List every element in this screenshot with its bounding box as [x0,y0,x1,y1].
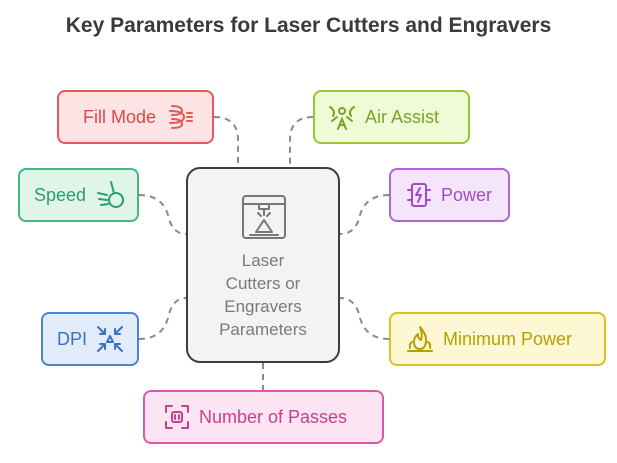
power-supply-icon [407,183,431,207]
connector-dpi [138,297,187,340]
connector-fill-mode [213,116,239,167]
node-fill-mode-label: Fill Mode [83,106,157,127]
node-dpi: DPI [41,312,139,366]
node-dpi-label: DPI [57,328,88,349]
node-fill-mode: Fill Mode [57,90,214,144]
node-air-assist: Air Assist [313,90,470,144]
center-label: Laser Cutters or Engravers Parameters [219,251,307,339]
speed-ball-icon [97,181,125,208]
air-flow-icon [329,106,355,130]
node-speed: Speed [18,168,139,222]
fill-pattern-icon [169,105,194,129]
node-number-of-passes: Number of Passes [143,390,384,444]
connector-power [339,194,390,235]
node-speed-label: Speed [34,184,87,205]
connector-air-assist [289,116,314,167]
connector-minimum-power [339,297,390,340]
node-minimum-power-label: Minimum Power [443,328,573,349]
node-minimum-power: Minimum Power [389,312,606,366]
repeat-passes-icon [165,405,189,429]
flame-icon [407,326,433,352]
node-power: Power [389,168,510,222]
laser-machine-icon [242,195,286,239]
center-node: Laser Cutters or Engravers Parameters [186,167,340,363]
node-number-of-passes-label: Number of Passes [199,406,348,427]
diagram-title: Key Parameters for Laser Cutters and Eng… [65,14,552,37]
node-air-assist-label: Air Assist [365,106,440,127]
converge-arrows-icon [97,326,124,352]
node-power-label: Power [441,184,493,205]
connector-speed [138,194,187,235]
